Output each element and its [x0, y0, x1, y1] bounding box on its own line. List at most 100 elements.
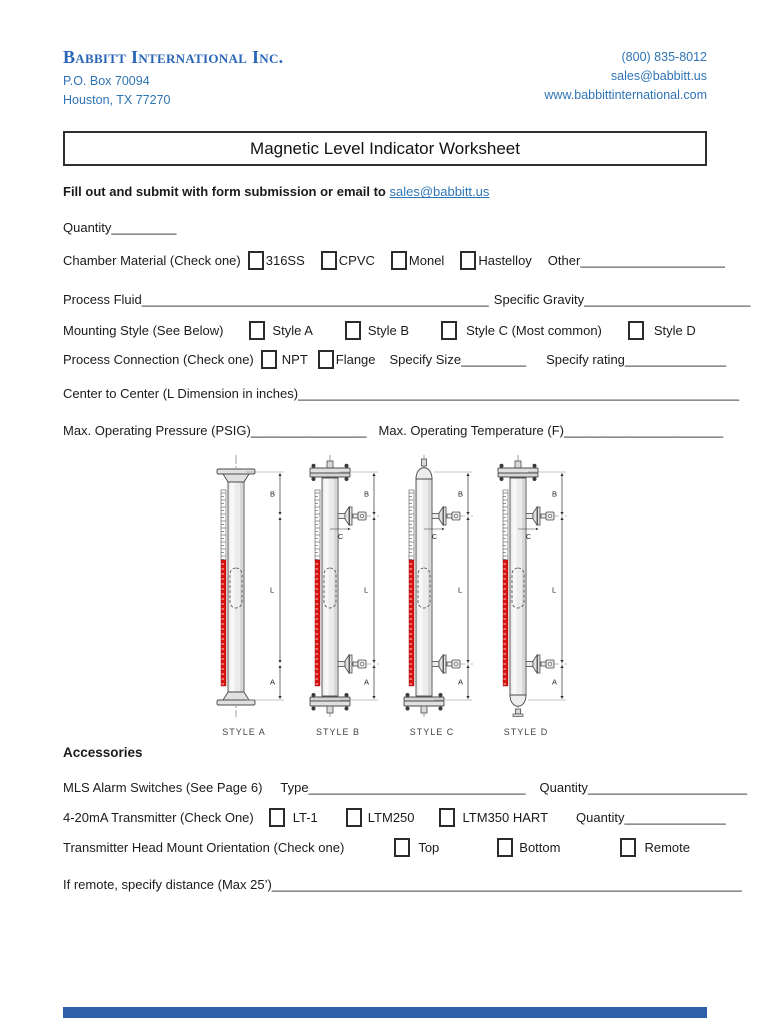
transmitter-quantity-blank[interactable]: ______________	[624, 810, 726, 826]
svg-text:A: A	[458, 678, 463, 687]
chamber-other-blank[interactable]: ____________________	[580, 253, 725, 269]
checkbox-top[interactable]	[394, 838, 411, 858]
instruction-line: Fill out and submit with form submission…	[63, 184, 707, 199]
style-caption-d: STYLE D	[503, 727, 549, 738]
chamber-other-label: Other	[547, 253, 581, 269]
svg-text:L: L	[552, 586, 556, 595]
instruction-email-link[interactable]: sales@babbitt.us	[389, 184, 490, 200]
option-label-ltm250: LTM250	[367, 810, 415, 826]
svg-text:B: B	[552, 490, 557, 499]
svg-text:A: A	[364, 678, 369, 687]
instruction-text: Fill out and submit with form submission…	[63, 184, 390, 200]
svg-text:B: B	[458, 490, 463, 499]
company-address: P.O. Box 70094 Houston, TX 77270	[63, 72, 283, 110]
specific-gravity-label: Specific Gravity	[493, 292, 585, 308]
svg-text:L: L	[458, 586, 462, 595]
option-label-316ss: 316SS	[265, 253, 305, 269]
mli-drawing-style-a: BLA	[216, 455, 284, 718]
checkbox-monel[interactable]	[390, 251, 407, 271]
checkbox-hastelloy[interactable]	[460, 251, 477, 271]
process-fluid-row: Process Fluid___________________________…	[63, 292, 750, 308]
process-connection-label: Process Connection (Check one)	[63, 352, 254, 368]
phone-number: (800) 835-8012	[621, 50, 707, 64]
remote-distance-label: If remote, specify distance (Max 25’)	[63, 877, 272, 893]
transmitter-quantity-label: Quantity	[576, 810, 625, 826]
option-label-bottom: Bottom	[519, 840, 561, 856]
max-pressure-label: Max. Operating Pressure (PSIG)	[63, 423, 251, 439]
checkbox-ltm250[interactable]	[345, 808, 362, 828]
email-link[interactable]: sales@babbitt.us	[610, 68, 707, 83]
max-temperature-label: Max. Operating Temperature (F)	[378, 423, 564, 439]
page-title: Magnetic Level Indicator Worksheet	[250, 138, 520, 158]
option-label-remote: Remote	[644, 840, 690, 856]
checkbox-316ss[interactable]	[247, 251, 264, 271]
option-label-flange: Flange	[335, 352, 376, 368]
option-label-npt: NPT	[281, 352, 308, 368]
checkbox-cpvc[interactable]	[320, 251, 337, 271]
option-label-hastelloy: Hastelloy	[478, 253, 532, 269]
mls-type-blank[interactable]: ______________________________	[308, 780, 526, 796]
center-to-center-label: Center to Center (L Dimension in inches)	[63, 386, 299, 402]
chamber-material-label: Chamber Material (Check one)	[63, 253, 241, 269]
process-fluid-blank[interactable]: ________________________________________…	[141, 292, 489, 308]
checkbox-npt[interactable]	[260, 350, 277, 370]
chamber-material-row: Chamber Material (Check one) 316SS CPVC …	[63, 251, 725, 271]
specify-size-blank[interactable]: _________	[461, 352, 527, 368]
process-fluid-label: Process Fluid	[63, 292, 142, 308]
mounting-style-label: Mounting Style (See Below)	[63, 323, 224, 339]
svg-text:B: B	[364, 490, 369, 499]
option-label-monel: Monel	[408, 253, 445, 269]
mls-quantity-blank[interactable]: ______________________	[587, 780, 747, 796]
option-label-style-c: Style C (Most common)	[466, 323, 602, 339]
address-line-1: P.O. Box 70094	[63, 73, 150, 88]
title-box: Magnetic Level Indicator Worksheet	[63, 131, 707, 167]
center-to-center-blank[interactable]: ________________________________________…	[298, 386, 740, 402]
max-pressure-blank[interactable]: ________________	[250, 423, 367, 439]
page-header: Babbitt International Inc. P.O. Box 7009…	[63, 47, 707, 110]
checkbox-bottom[interactable]	[497, 838, 514, 858]
svg-text:L: L	[270, 586, 274, 595]
svg-text:A: A	[552, 678, 557, 687]
center-to-center-row: Center to Center (L Dimension in inches)…	[63, 386, 739, 402]
checkbox-style-d[interactable]	[627, 321, 644, 341]
style-caption-a: STYLE A	[222, 727, 266, 738]
option-label-ltm350: LTM350 HART	[462, 810, 549, 826]
max-temperature-blank[interactable]: ______________________	[563, 423, 724, 439]
checkbox-style-c[interactable]	[441, 321, 458, 341]
website-link[interactable]: www.babbittinternational.com	[544, 87, 707, 102]
checkbox-lt1[interactable]	[268, 808, 285, 828]
checkbox-style-a[interactable]	[249, 321, 266, 341]
svg-text:C: C	[526, 534, 531, 541]
specify-rating-blank[interactable]: ______________	[624, 352, 727, 368]
svg-text:B: B	[270, 490, 275, 499]
accessories-heading: Accessories	[63, 745, 143, 761]
specific-gravity-blank[interactable]: _______________________	[584, 292, 751, 308]
checkbox-flange[interactable]	[317, 350, 334, 370]
option-label-style-b: Style B	[367, 323, 410, 339]
checkbox-style-b[interactable]	[344, 321, 361, 341]
transmitter-label: 4-20mA Transmitter (Check One)	[63, 810, 254, 826]
mli-drawing-style-d: B L A C	[497, 455, 567, 718]
style-caption-b: STYLE B	[315, 727, 360, 738]
mls-alarm-label: MLS Alarm Switches (See Page 6)	[63, 780, 263, 796]
checkbox-remote[interactable]	[620, 838, 637, 858]
process-connection-row: Process Connection (Check one) NPT Flang…	[63, 350, 726, 370]
quantity-row: Quantity_________	[63, 220, 707, 235]
checkbox-ltm350[interactable]	[438, 808, 455, 828]
mls-type-label: Type	[280, 780, 309, 796]
remote-distance-blank[interactable]: ________________________________________…	[271, 877, 742, 893]
footer-bar	[63, 1007, 707, 1018]
mounting-style-row: Mounting Style (See Below) Style A Style…	[63, 321, 707, 341]
transmitter-row: 4-20mA Transmitter (Check One) LT-1 LTM2…	[63, 808, 726, 828]
option-label-lt1: LT-1	[292, 810, 318, 826]
orientation-row: Transmitter Head Mount Orientation (Chec…	[63, 838, 707, 858]
orientation-label: Transmitter Head Mount Orientation (Chec…	[63, 840, 345, 856]
quantity-blank[interactable]: _________	[111, 220, 177, 236]
header-left: Babbitt International Inc. P.O. Box 7009…	[63, 47, 283, 110]
